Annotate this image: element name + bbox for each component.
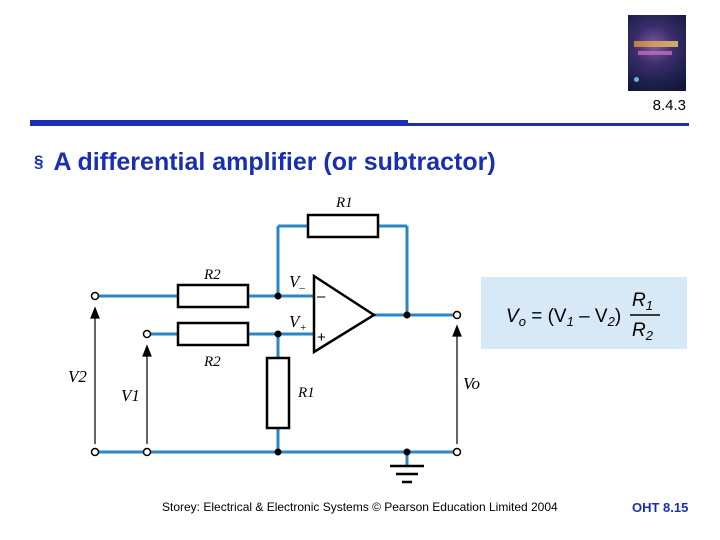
label-v-minus: V– <box>289 272 305 294</box>
header-rule-gap <box>408 120 548 123</box>
book-cover-subtitle-strip <box>638 51 672 55</box>
label-r1-ground: R1 <box>297 385 315 401</box>
op-amp-plus-sign: + <box>317 329 326 346</box>
section-number: 8.4.3 <box>652 97 686 114</box>
book-cover-title-strip <box>634 41 678 47</box>
resistor-r2-top <box>176 283 250 309</box>
title-bullet: § <box>34 152 44 171</box>
circuit-wires <box>95 224 457 466</box>
formula-lhs: Vo = (V1 – V2) <box>506 306 621 329</box>
label-r2-top: R2 <box>203 267 221 283</box>
ground-symbol <box>390 464 424 484</box>
op-amp-minus-sign: – <box>317 288 326 305</box>
label-r2-bottom: R2 <box>203 354 221 370</box>
footer-credit: Storey: Electrical & Electronic Systems … <box>162 500 558 514</box>
title-text: A differential amplifier (or subtractor) <box>53 148 496 176</box>
label-v-plus: V+ <box>289 312 307 334</box>
formula-denominator: R2 <box>632 320 654 343</box>
label-v1: V1 <box>121 386 140 405</box>
resistor-r2-bottom <box>176 321 250 347</box>
label-vo: Vo <box>463 374 480 393</box>
label-r1-feedback: R1 <box>335 195 353 211</box>
book-cover-logo <box>634 77 639 82</box>
junction-dots <box>274 292 411 456</box>
op-amp-triangle <box>312 273 377 355</box>
voltage-arrows <box>90 306 462 444</box>
terminals <box>90 291 462 457</box>
page-number: OHT 8.15 <box>632 500 689 515</box>
resistor-r1-feedback <box>306 213 380 239</box>
resistor-r1-ground <box>265 356 291 430</box>
formula: Vo = (V1 – V2) R1 R2 <box>506 290 660 343</box>
book-cover-image <box>628 15 686 91</box>
header-rule-gap-right <box>548 120 689 123</box>
formula-numerator: R1 <box>632 290 653 313</box>
label-v2: V2 <box>68 367 87 386</box>
formula-box <box>481 277 687 349</box>
slide-title: § A differential amplifier (or subtractor… <box>34 148 496 177</box>
header-rule <box>30 120 689 126</box>
